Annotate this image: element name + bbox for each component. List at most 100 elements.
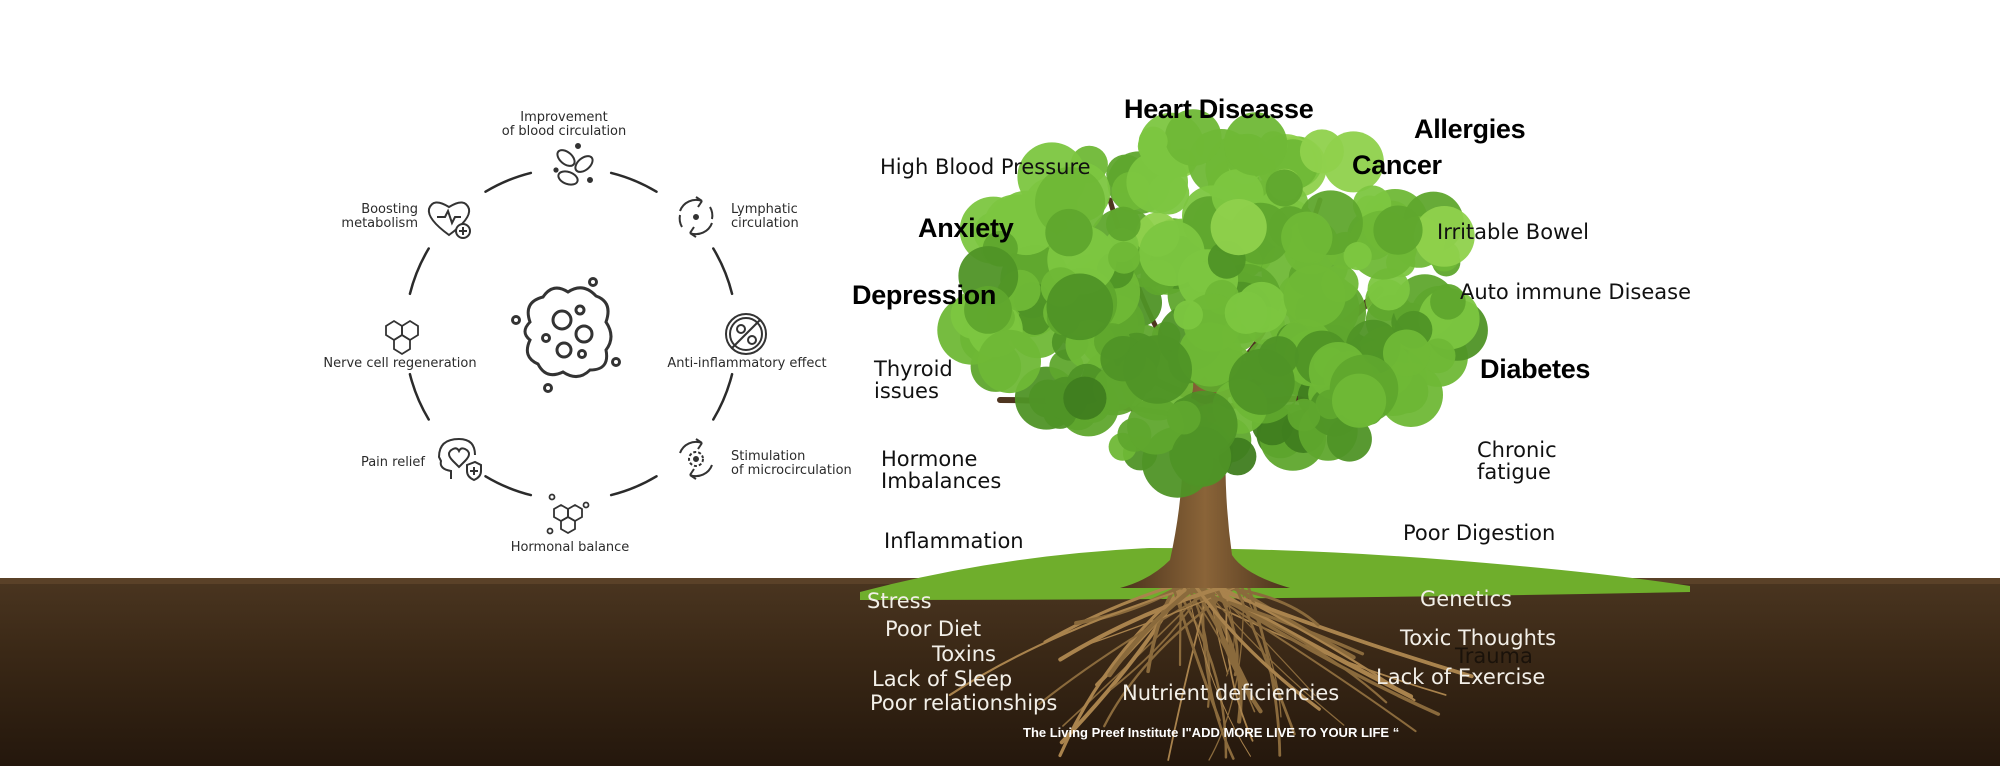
wheel-arc bbox=[712, 372, 734, 421]
root bbox=[1233, 583, 1296, 736]
root bbox=[1215, 583, 1416, 702]
leaf-cluster bbox=[1164, 109, 1222, 166]
cause-poor-diet: Poor Diet bbox=[885, 617, 982, 641]
leaf-cluster bbox=[1166, 400, 1201, 435]
benefits-wheel-ring bbox=[408, 171, 734, 497]
symptom-high-blood-pressure: High Blood Pressure bbox=[880, 155, 1091, 179]
symptom-poor-digestion: Poor Digestion bbox=[1403, 521, 1556, 545]
wheel-arc bbox=[712, 247, 734, 296]
leaf-cluster bbox=[1224, 291, 1268, 335]
heart-plus-icon bbox=[427, 201, 471, 239]
benefit-line: circulation bbox=[731, 215, 799, 231]
leaf-cluster bbox=[1139, 220, 1205, 287]
cause-genetics: Genetics bbox=[1420, 587, 1512, 611]
symptom-line: Chronic bbox=[1477, 438, 1557, 462]
leaf-cluster bbox=[1171, 426, 1232, 487]
symptom-line: Imbalances bbox=[881, 469, 1002, 494]
root bbox=[1194, 584, 1417, 733]
wheel-arc bbox=[609, 475, 658, 497]
blood-cells-icon bbox=[553, 143, 594, 186]
cause-toxins: Toxins bbox=[932, 642, 996, 666]
benefit-line: metabolism bbox=[341, 215, 418, 231]
symptom-cancer: Cancer bbox=[1352, 150, 1442, 180]
benefit-line: Lymphatic bbox=[731, 202, 798, 217]
symptom-heart-disease: Heart Diseasse bbox=[1124, 94, 1314, 124]
head-heart-shield-icon bbox=[437, 437, 482, 482]
leaf-cluster bbox=[1138, 126, 1168, 156]
leaf-cluster bbox=[1045, 208, 1093, 257]
root bbox=[1170, 583, 1365, 656]
root bbox=[1196, 582, 1243, 724]
root bbox=[1203, 582, 1414, 699]
symptom-inflammation: Inflammation bbox=[884, 529, 1024, 553]
hexagon-molecule-icon bbox=[385, 319, 419, 356]
leaf-cluster bbox=[1281, 211, 1333, 263]
leaf-cluster bbox=[1210, 199, 1267, 256]
cause-lack-of-exercise: Lack of Exercise bbox=[1376, 665, 1546, 689]
benefit-anti-inflammatory: Anti-inflammatory effect bbox=[667, 356, 827, 371]
symptom-depression: Depression bbox=[852, 280, 997, 310]
roots bbox=[948, 582, 1474, 761]
root bbox=[1107, 582, 1200, 678]
wheel-arc bbox=[484, 475, 533, 497]
root bbox=[1038, 583, 1224, 706]
wheel-arc bbox=[484, 171, 533, 193]
cause-trauma: Trauma bbox=[1455, 644, 1533, 668]
leaf-cluster bbox=[1106, 206, 1141, 242]
wheel-arc bbox=[408, 372, 430, 421]
wheel-arc bbox=[609, 171, 658, 193]
wheel-arc bbox=[408, 247, 430, 296]
no-virus-icon bbox=[725, 313, 767, 355]
symptom-line: Hormone bbox=[881, 447, 978, 471]
root bbox=[1210, 582, 1263, 714]
benefit-line: Stimulation bbox=[731, 449, 806, 464]
root bbox=[1103, 583, 1240, 728]
tree-canopy bbox=[937, 109, 1488, 498]
leaf-cluster bbox=[964, 286, 1012, 334]
symptom-autoimmune: Auto immune Disease bbox=[1460, 280, 1691, 304]
cause-lack-of-sleep: Lack of Sleep bbox=[872, 667, 1013, 691]
microcirculation-icon bbox=[679, 438, 713, 480]
benefit-line: of blood circulation bbox=[501, 123, 627, 139]
benefit-pain-relief: Pain relief bbox=[360, 455, 425, 470]
symptom-diabetes: Diabetes bbox=[1480, 354, 1591, 384]
leaf-cluster bbox=[1430, 284, 1466, 320]
leaf-cluster bbox=[1283, 264, 1346, 328]
benefit-line: Improvement bbox=[520, 110, 608, 125]
symptom-line: Thyroid bbox=[874, 357, 953, 381]
root bbox=[1058, 582, 1233, 662]
leaf-cluster bbox=[1046, 273, 1114, 341]
leaf-cluster bbox=[1123, 335, 1192, 404]
cell-icon bbox=[511, 277, 621, 393]
leaf-cluster bbox=[1373, 205, 1423, 255]
benefit-line: of microcirculation bbox=[731, 462, 852, 478]
leaf-cluster bbox=[958, 246, 1019, 306]
cause-poor-relationships: Poor relationships bbox=[870, 691, 1058, 715]
leaf-cluster bbox=[1223, 112, 1288, 176]
leaf-cluster bbox=[1147, 173, 1190, 215]
benefit-nerve: Nerve cell regeneration bbox=[323, 356, 477, 371]
root bbox=[1172, 583, 1228, 759]
cause-stress: Stress bbox=[867, 589, 932, 613]
hormone-molecule-icon bbox=[546, 493, 590, 535]
leaf-cluster bbox=[1258, 336, 1299, 377]
tagline: The Living Preef Institute I"ADD MORE LI… bbox=[1023, 725, 1400, 740]
leaf-cluster bbox=[977, 329, 1041, 394]
lymphatic-circulation-icon bbox=[678, 196, 714, 238]
symptom-line: issues bbox=[874, 379, 939, 404]
leaf-cluster bbox=[1265, 169, 1303, 207]
root bbox=[1186, 584, 1251, 757]
leaf-cluster bbox=[1383, 329, 1431, 377]
root bbox=[1077, 584, 1242, 649]
root bbox=[1193, 583, 1321, 711]
soil bbox=[0, 580, 2000, 766]
leaf-cluster bbox=[1413, 206, 1475, 267]
